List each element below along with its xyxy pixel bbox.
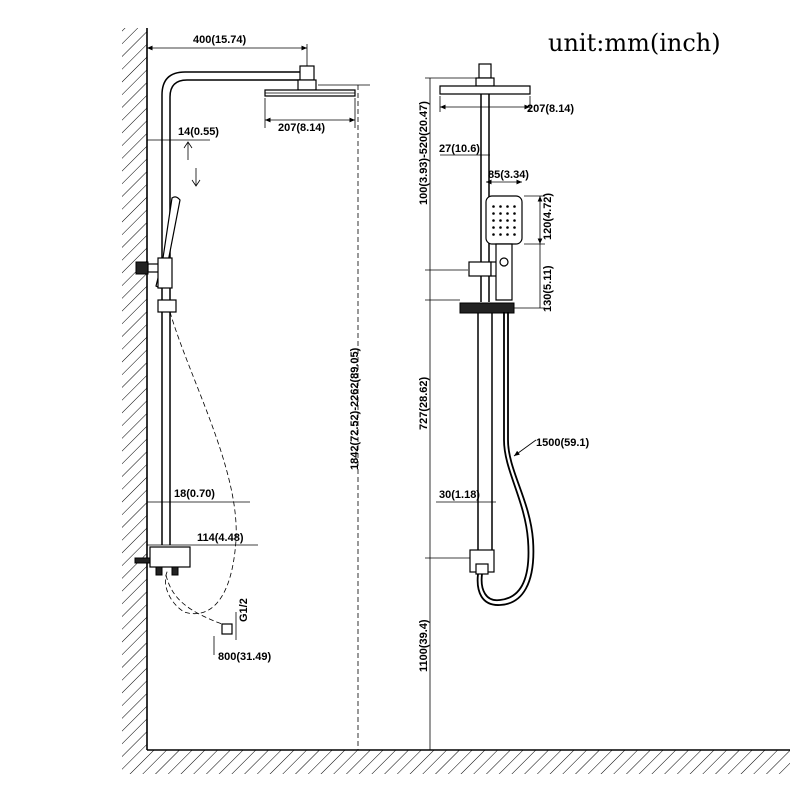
outlet-height-label: 1100(39.4) <box>418 619 430 672</box>
handheld-height-label: 120(4.72) <box>542 193 554 240</box>
side-view-shower <box>134 65 356 635</box>
unit-label: unit:mm(inch) <box>548 29 721 57</box>
valve-offset-label: 18(0.70) <box>174 488 215 500</box>
valve-depth-label: 114(4.48) <box>197 532 244 544</box>
floor-section <box>122 749 790 774</box>
front-view-labels: 207(8.14) 100(3.93)-520(20.47) 27(10.6) … <box>418 101 590 672</box>
bar-offset-label: 14(0.55) <box>178 126 219 138</box>
left-hose-length-label: 800(31.49) <box>218 651 272 663</box>
right-head-width-label: 207(8.14) <box>527 103 574 115</box>
right-hose-length-label: 1500(59.1) <box>536 437 590 449</box>
right-bar-offset-label: 30(1.18) <box>439 489 480 501</box>
handheld-shower <box>485 195 523 301</box>
arm-offset-label: 27(10.6) <box>439 143 480 155</box>
front-view-dimensions <box>425 77 545 750</box>
front-view-shower <box>439 63 535 606</box>
total-height-label: 1842(72.52)-2262(89.05) <box>349 347 361 470</box>
rail-length-label: 727(28.62) <box>418 376 430 430</box>
arm-length-label: 400(15.74) <box>193 34 247 46</box>
side-view-labels: 400(15.74) 207(8.14) 14(0.55) 1842(72.52… <box>174 34 361 663</box>
side-view-dimensions <box>146 28 370 750</box>
holder-height-label: 130(5.11) <box>542 265 554 312</box>
wall-section <box>122 28 148 750</box>
inlet-label: G1/2 <box>238 598 250 622</box>
left-head-width-label: 207(8.14) <box>278 122 325 134</box>
adjust-range-label: 100(3.93)-520(20.47) <box>418 101 430 205</box>
handheld-width-label: 85(3.34) <box>488 169 529 181</box>
